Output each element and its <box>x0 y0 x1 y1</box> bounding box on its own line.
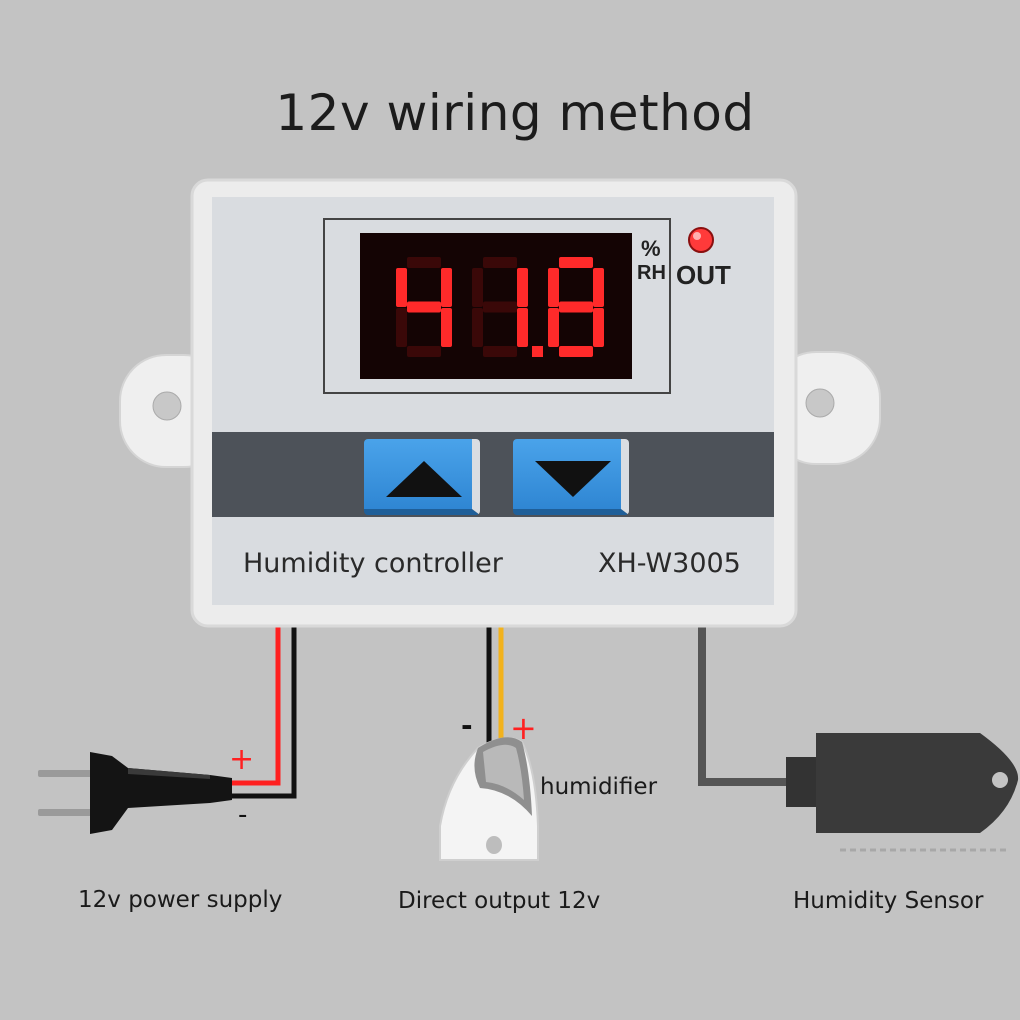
power-positive-wire <box>232 624 281 786</box>
power-negative-wire <box>232 624 297 799</box>
display-segment-b <box>441 268 452 307</box>
up-button[interactable] <box>364 439 480 515</box>
power-plug-icon <box>38 752 232 834</box>
power-minus-sign: - <box>238 800 248 830</box>
display-segment-g <box>407 301 441 313</box>
unit-percent-label: % <box>641 236 661 261</box>
display-segment-e <box>396 308 407 347</box>
display-segment-a <box>407 257 441 268</box>
humidifier-label: humidifier <box>540 774 658 800</box>
power-wires <box>232 624 297 799</box>
device-model-label: XH-W3005 <box>598 548 741 579</box>
button-strip <box>212 432 774 517</box>
up-arrow-icon <box>386 461 462 497</box>
display-segment-f <box>472 268 483 307</box>
display-segment-g <box>559 301 593 313</box>
sensor-cable <box>698 624 790 786</box>
display-segment-a <box>483 257 517 268</box>
display-frame <box>323 218 671 394</box>
page-title: 12v wiring method <box>275 84 755 142</box>
device-name-label: Humidity controller <box>243 548 503 579</box>
display-segment-c <box>441 308 452 347</box>
display-segment-e <box>472 308 483 347</box>
display-decimal-point <box>532 346 543 357</box>
display-segment-f <box>548 268 559 307</box>
display-segment-c <box>517 308 528 347</box>
humidifier-icon <box>439 737 539 861</box>
power-supply-caption: 12v power supply <box>78 887 283 913</box>
display-segment-d <box>559 346 593 357</box>
down-button[interactable] <box>513 439 629 515</box>
unit-rh-label: RH <box>637 262 666 284</box>
direct-output-caption: Direct output 12v <box>398 888 601 914</box>
display-segment-c <box>593 308 604 347</box>
display-segment-e <box>548 308 559 347</box>
humidity-sensor-caption: Humidity Sensor <box>793 888 984 914</box>
output-plus-sign: + <box>510 709 537 747</box>
display-segment-b <box>517 268 528 307</box>
seven-segment-display <box>396 257 604 357</box>
output-minus-sign: - <box>461 709 473 742</box>
display-segment-d <box>483 346 517 357</box>
power-plus-sign: + <box>229 742 255 777</box>
down-arrow-icon <box>535 461 611 497</box>
humidity-sensor-icon <box>786 733 1019 852</box>
display-segment-f <box>396 268 407 307</box>
out-led-indicator <box>688 227 714 253</box>
display-segment-b <box>593 268 604 307</box>
display-segment-d <box>407 346 441 357</box>
out-label: OUT <box>676 260 731 290</box>
display-segment-g <box>483 301 517 313</box>
output-wires <box>486 624 504 748</box>
display-segment-a <box>559 257 593 268</box>
